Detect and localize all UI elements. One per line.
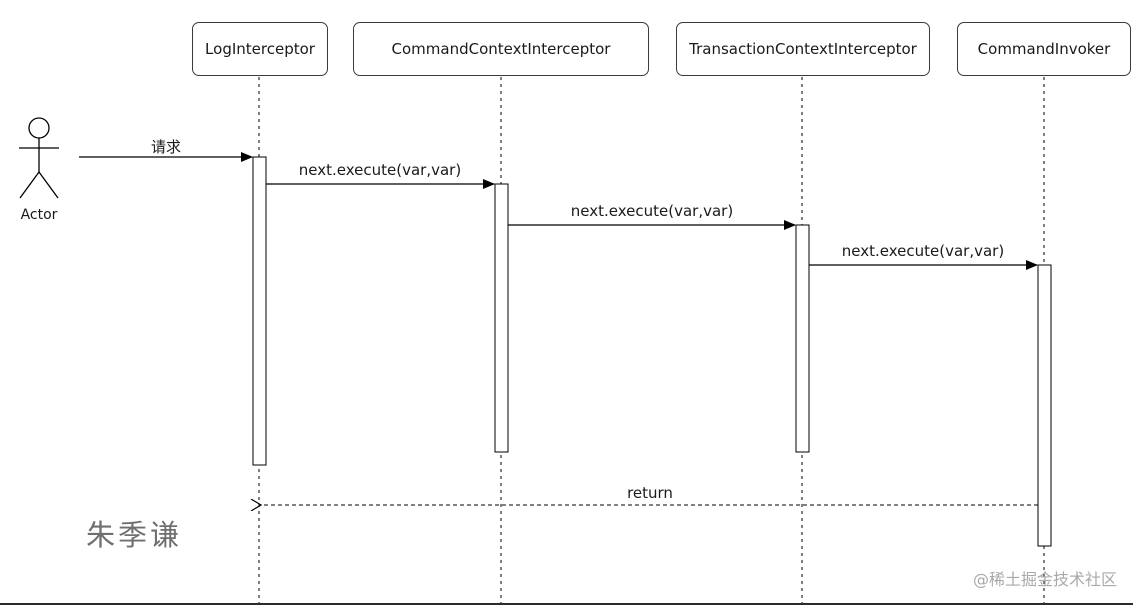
message-label-request: 请求 bbox=[150, 138, 182, 156]
message-label-execute-3: next.execute(var,var) bbox=[841, 242, 1005, 260]
actor-figure bbox=[19, 117, 59, 199]
message-label-return: return bbox=[627, 484, 673, 502]
activation-bar-log-interceptor bbox=[252, 156, 267, 466]
activation-bar-transaction-context-interceptor bbox=[795, 224, 810, 453]
author-signature: 朱季谦 bbox=[86, 518, 183, 552]
participant-command-context-interceptor: CommandContextInterceptor bbox=[353, 22, 649, 76]
activation-bar-command-invoker bbox=[1037, 264, 1052, 547]
message-label-execute-2: next.execute(var,var) bbox=[570, 202, 734, 220]
activation-bar-command-context-interceptor bbox=[494, 183, 509, 453]
bottom-divider bbox=[0, 603, 1133, 605]
message-label-execute-1: next.execute(var,var) bbox=[298, 161, 462, 179]
participant-transaction-context-interceptor: TransactionContextInterceptor bbox=[676, 22, 930, 76]
participant-log-interceptor: LogInterceptor bbox=[192, 22, 328, 76]
actor-label: Actor bbox=[20, 207, 58, 223]
watermark: @稀土掘金技术社区 bbox=[972, 570, 1117, 589]
participant-command-invoker: CommandInvoker bbox=[957, 22, 1131, 76]
